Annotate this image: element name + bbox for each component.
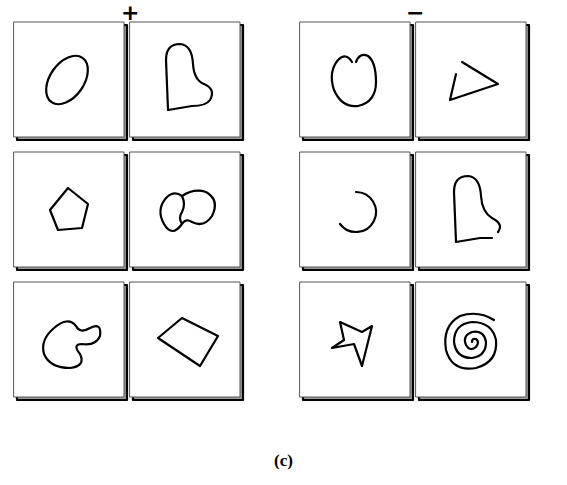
- figure-caption: (c): [274, 452, 293, 469]
- panel: [14, 22, 127, 140]
- panel: [300, 282, 413, 400]
- panel: [130, 22, 243, 140]
- panel: [416, 22, 529, 140]
- panel: [130, 282, 243, 400]
- group-sign: +: [121, 2, 139, 24]
- panel: [300, 22, 413, 140]
- panel: [416, 282, 529, 400]
- panel: [130, 152, 243, 270]
- panel: [14, 152, 127, 270]
- panel: [416, 152, 529, 270]
- group-sign: −: [406, 2, 424, 24]
- panel: [14, 282, 127, 400]
- panel: [300, 152, 413, 270]
